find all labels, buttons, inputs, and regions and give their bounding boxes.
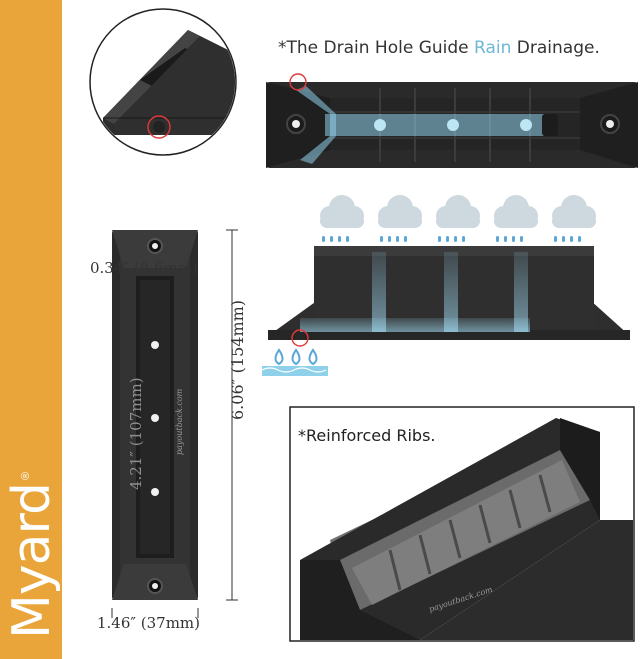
cloud-icon — [378, 195, 422, 228]
water-puddle — [262, 366, 328, 376]
drain-headline: *The Drain Hole Guide Rain Drainage. — [278, 38, 600, 58]
side-view-drainage — [268, 246, 630, 347]
drain-hole-detail-circle — [89, 8, 237, 156]
cloud-icon — [436, 195, 480, 228]
dimension-length-total: 6.06″ (154mm) — [228, 299, 247, 420]
watermark-text: payoutback.com — [175, 388, 184, 455]
ribs-label: *Reinforced Ribs. — [298, 426, 436, 445]
underside-view — [266, 73, 638, 168]
brand-sidebar: Myard ® — [0, 0, 62, 659]
reinforced-ribs-view: payoutback.com — [289, 406, 635, 642]
dimension-width: 1.46″ (37mm) — [97, 614, 201, 632]
water-drops-icon — [274, 348, 318, 366]
cloud-icon — [494, 195, 538, 228]
dimension-length-inner: 4.21″ (107mm) — [127, 377, 145, 490]
cloud-icon — [552, 195, 596, 228]
top-view-dimensioned — [111, 229, 238, 618]
cloud-icon — [320, 195, 364, 228]
dimension-thickness: 0.34″ (8.6mm) — [90, 259, 198, 277]
headline-accent: Rain — [474, 38, 512, 58]
rain-clouds — [320, 195, 596, 228]
